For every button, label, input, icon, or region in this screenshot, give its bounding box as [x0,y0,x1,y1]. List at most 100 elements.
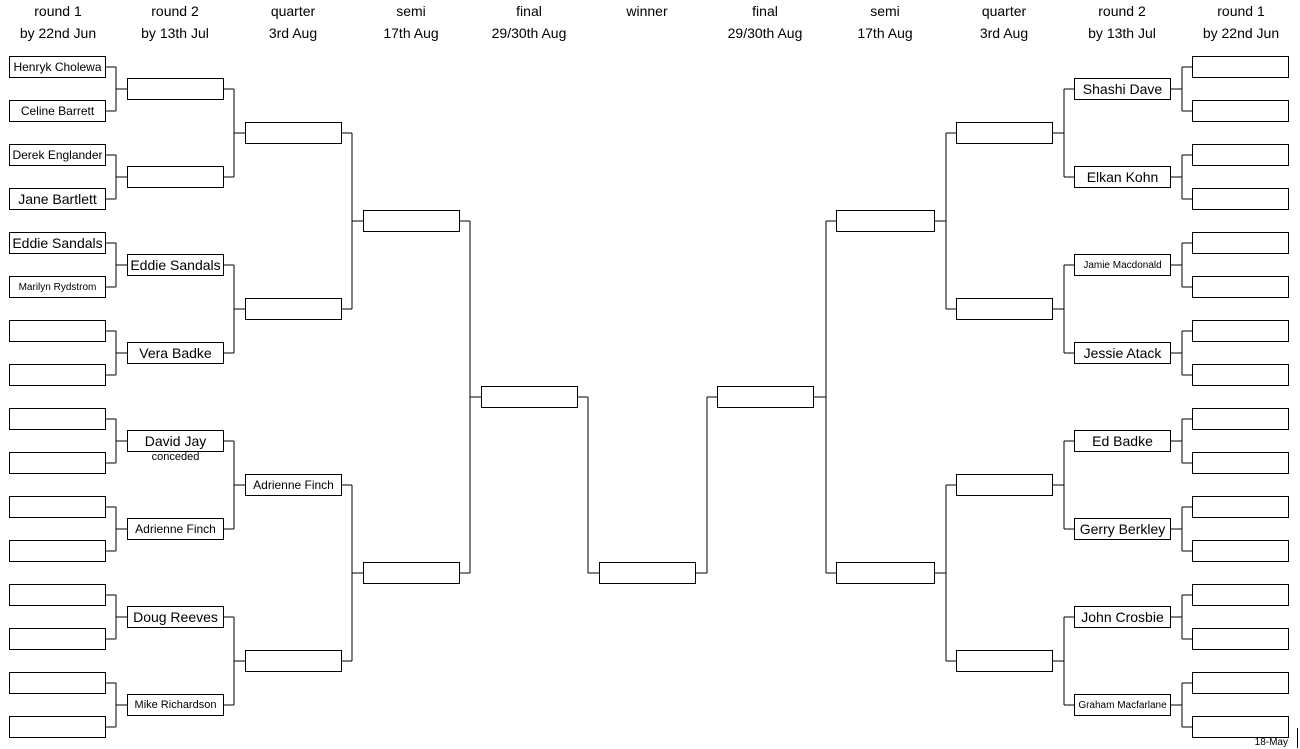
left-round1-slot[interactable] [9,540,106,562]
left-round1-slot[interactable] [9,320,106,342]
right-round1-slot[interactable] [1192,452,1289,474]
footer-date: 18-May [1254,737,1288,748]
left-round2-slot[interactable]: Mike Richardson [127,694,224,716]
left-round1-slot[interactable]: Eddie Sandals [9,232,106,254]
header-date-label: 3rd Aug [979,25,1029,41]
right-final-slot[interactable] [717,386,814,408]
header-left-round1: round 1 by 22nd Jun [0,0,118,44]
right-round2-slot[interactable]: Gerry Berkley [1074,518,1171,540]
left-round1-slot[interactable] [9,364,106,386]
header-date-label: by 22nd Jun [19,25,97,41]
right-round2-slot[interactable]: Elkan Kohn [1074,166,1171,188]
header-round-label: final [752,3,778,19]
left-round2-slot[interactable]: Doug Reeves [127,606,224,628]
right-round1-slot[interactable] [1192,320,1289,342]
right-quarter-slot[interactable] [956,474,1053,496]
conceded-note: conceded [151,451,200,463]
right-round2-slot[interactable]: Jamie Macdonald [1074,254,1171,276]
header-right-final: final 29/30th Aug [705,0,825,44]
winner-slot[interactable] [599,562,696,584]
left-round1-slot[interactable] [9,584,106,606]
right-quarter-slot[interactable] [956,650,1053,672]
header-left-semi: semi 17th Aug [351,0,471,44]
left-round2-slot[interactable] [127,78,224,100]
left-round2-slot[interactable]: Adrienne Finch [127,518,224,540]
header-left-round2: round 2 by 13th Jul [115,0,235,44]
left-round1-slot[interactable] [9,408,106,430]
header-left-final: final 29/30th Aug [469,0,589,44]
header-round-label: round 2 [1098,3,1146,19]
left-quarter-slot[interactable] [245,122,342,144]
right-round1-slot[interactable] [1192,716,1289,738]
header-round-label: quarter [981,3,1027,19]
header-date-label: by 22nd Jun [1202,25,1280,41]
header-right-round2: round 2 by 13th Jul [1062,0,1182,44]
left-quarter-slot[interactable] [245,650,342,672]
left-semi-slot[interactable] [363,210,460,232]
left-round1-slot[interactable]: Celine Barrett [9,100,106,122]
header-right-quarter: quarter 3rd Aug [944,0,1064,44]
right-round2-slot[interactable]: John Crosbie [1074,606,1171,628]
header-round-label: semi [870,3,900,19]
right-round1-slot[interactable] [1192,100,1289,122]
header-round-label: round 1 [1217,3,1265,19]
left-round2-slot[interactable]: Vera Badke [127,342,224,364]
left-round1-slot[interactable]: Jane Bartlett [9,188,106,210]
left-round1-slot[interactable] [9,452,106,474]
left-round1-slot[interactable]: Derek Englander [9,144,106,166]
right-round1-slot[interactable] [1192,408,1289,430]
right-round1-slot[interactable] [1192,232,1289,254]
header-date-label: 29/30th Aug [727,25,803,41]
right-round1-slot[interactable] [1192,276,1289,298]
header-right-semi: semi 17th Aug [825,0,945,44]
left-round2-slot[interactable]: David Jay [127,430,224,452]
right-quarter-slot[interactable] [956,298,1053,320]
header-date-label: 17th Aug [857,25,913,41]
right-quarter-slot[interactable] [956,122,1053,144]
right-round2-slot[interactable]: Shashi Dave [1074,78,1171,100]
right-round1-slot[interactable] [1192,672,1289,694]
header-winner: winner [587,0,707,22]
header-date-label: by 13th Jul [1088,25,1156,41]
header-left-quarter: quarter 3rd Aug [233,0,353,44]
header-date-label: 29/30th Aug [491,25,567,41]
right-round1-slot[interactable] [1192,540,1289,562]
right-round2-slot[interactable]: Ed Badke [1074,430,1171,452]
right-round1-slot[interactable] [1192,584,1289,606]
header-date-label: 17th Aug [383,25,439,41]
right-round2-slot[interactable]: Jessie Atack [1074,342,1171,364]
right-round2-slot[interactable]: Graham Macfarlane [1074,694,1171,716]
header-round-label: round 1 [34,3,82,19]
right-round1-slot[interactable] [1192,144,1289,166]
header-date-label: 3rd Aug [268,25,318,41]
left-quarter-slot[interactable] [245,298,342,320]
left-round2-slot[interactable]: Eddie Sandals [127,254,224,276]
header-round-label: quarter [270,3,316,19]
right-round1-slot[interactable] [1192,364,1289,386]
right-round1-slot[interactable] [1192,56,1289,78]
left-round2-slot[interactable] [127,166,224,188]
right-round1-slot[interactable] [1192,188,1289,210]
right-round1-slot[interactable] [1192,628,1289,650]
left-round1-slot[interactable]: Henryk Cholewa [9,56,106,78]
left-final-slot[interactable] [481,386,578,408]
left-round1-slot[interactable]: Marilyn Rydstrom [9,276,106,298]
right-semi-slot[interactable] [836,562,935,584]
header-right-round1: round 1 by 22nd Jun [1181,0,1300,44]
right-semi-slot[interactable] [836,210,935,232]
left-semi-slot[interactable] [363,562,460,584]
header-round-label: final [516,3,542,19]
header-date-label: by 13th Jul [141,25,209,41]
left-round1-slot[interactable] [9,628,106,650]
right-round1-slot[interactable] [1192,496,1289,518]
header-round-label: winner [626,3,668,19]
left-round1-slot[interactable] [9,716,106,738]
footer-divider [1297,728,1298,748]
left-quarter-slot[interactable]: Adrienne Finch [245,474,342,496]
left-round1-slot[interactable] [9,672,106,694]
header-round-label: semi [396,3,426,19]
header-round-label: round 2 [151,3,199,19]
left-round1-slot[interactable] [9,496,106,518]
